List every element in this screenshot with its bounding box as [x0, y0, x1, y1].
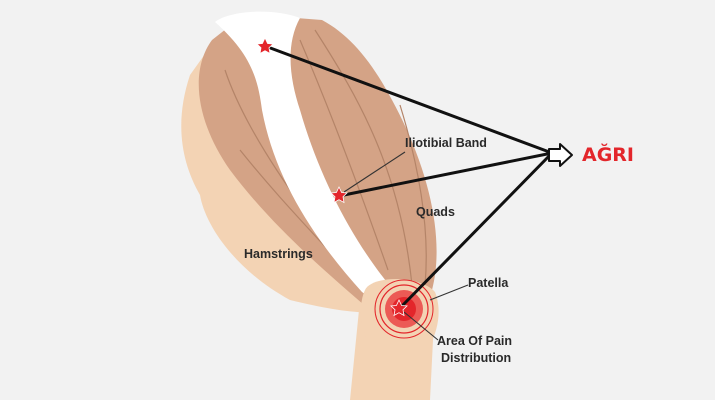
label-quads: Quads [416, 205, 455, 219]
label-pain: AĞRI [582, 142, 634, 166]
label-area-of-pain-line2: Distribution [441, 351, 511, 365]
leader-lines [343, 151, 469, 341]
muscle-fibres [224, 29, 427, 286]
star-icon [390, 299, 408, 317]
star-icon [330, 186, 348, 204]
label-area-of-pain-line1: Area Of Pain [437, 334, 512, 348]
label-hamstrings: Hamstrings [244, 247, 313, 261]
label-patella: Patella [468, 276, 509, 290]
iliotibial-band [215, 11, 395, 298]
outline-arrow-icon [548, 143, 573, 167]
star-icon [256, 37, 274, 55]
star-markers [256, 37, 408, 317]
label-iliotibial-band: Iliotibial Band [405, 136, 487, 150]
pointer-lines [263, 44, 554, 310]
